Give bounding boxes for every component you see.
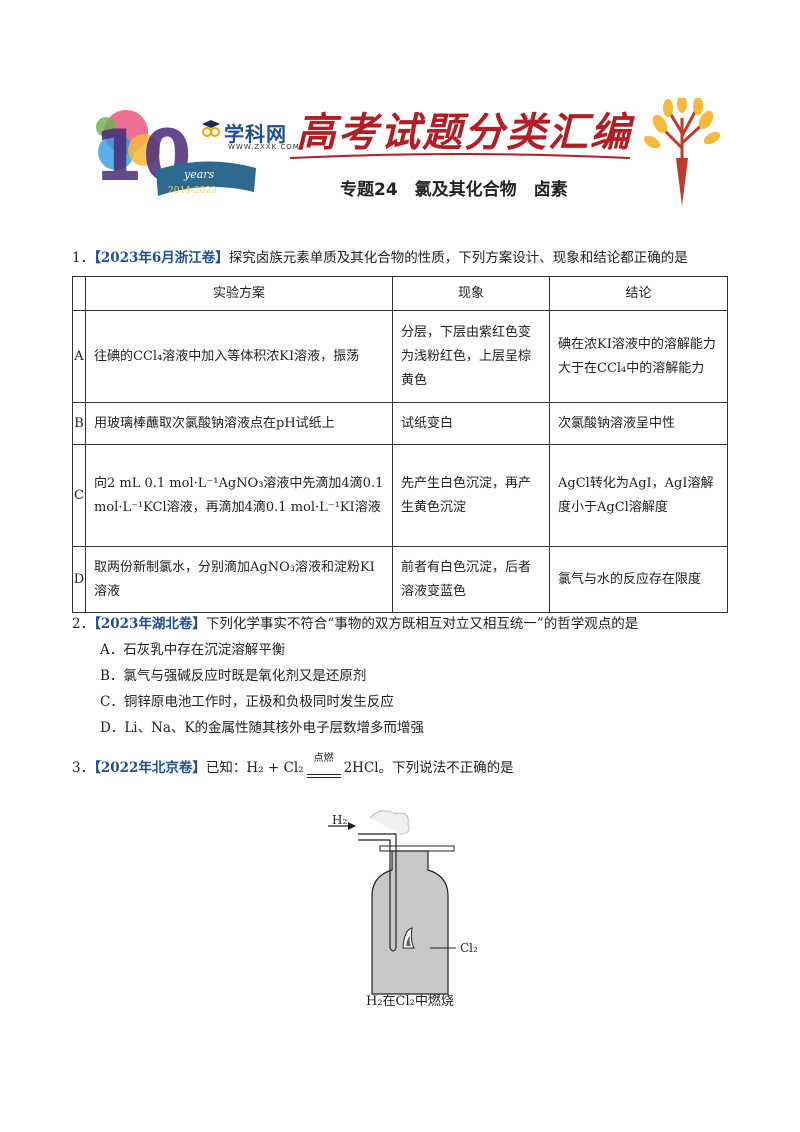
hydrogen-chlorine-apparatus-figure: H₂ Cl₂ bbox=[328, 810, 478, 995]
gas-jar bbox=[371, 850, 449, 995]
row-label: B bbox=[72, 402, 86, 445]
badge-years: years bbox=[183, 168, 215, 181]
question-2-text: 下列化学事实不符合“事物的双方既相互对立又相互统一”的哲学观点的是 bbox=[205, 616, 639, 632]
column-header-plan: 实验方案 bbox=[85, 276, 393, 311]
brand-owl-icon bbox=[202, 120, 220, 137]
delivery-tube-outer bbox=[358, 833, 397, 948]
row-plan: 取两份新制氯水，分别滴加AgNO₃溶液和淀粉KI溶液 bbox=[85, 546, 393, 613]
series-title: 高考试题分类汇编 bbox=[296, 109, 632, 156]
question-3-stem: 3．【2022年北京卷】已知：H₂ + Cl₂ 点燃 2HCl。下列说法不正确的是 bbox=[72, 753, 514, 778]
row-plan: 往碘的CCl₄溶液中加入等体积浓KI溶液，振荡 bbox=[85, 310, 393, 403]
inlet-label: H₂ bbox=[332, 813, 347, 827]
question-2-option-b: B．氯气与强碱反应时既是氧化剂又是还原剂 bbox=[100, 668, 367, 684]
gas-inlet-arrowhead bbox=[348, 822, 356, 830]
table-row: D 取两份新制氯水，分别滴加AgNO₃溶液和淀粉KI溶液 前者有白色沉淀，后者溶… bbox=[72, 546, 728, 613]
question-3-prefix: 已知： bbox=[205, 760, 247, 776]
chlorine-label: Cl₂ bbox=[460, 941, 478, 955]
brand-url: WWW.ZXXK.COM bbox=[228, 143, 300, 151]
badge-range: 2014-2023 bbox=[168, 186, 217, 196]
row-phenomenon: 先产生白色沉淀，再产生黄色沉淀 bbox=[392, 444, 550, 547]
row-phenomenon: 分层，下层由紫红色变为浅粉红色，上层呈棕黄色 bbox=[392, 310, 550, 403]
column-header-phenomenon: 现象 bbox=[392, 276, 550, 311]
question-3-suffix: 。下列说法不正确的是 bbox=[378, 760, 514, 776]
question-3-number: 3． bbox=[72, 760, 95, 776]
table-header-blank bbox=[72, 276, 86, 311]
row-conclusion: AgCl转化为AgI，AgI溶解度小于AgCl溶解度 bbox=[549, 444, 728, 547]
row-phenomenon: 前者有白色沉淀，后者溶液变蓝色 bbox=[392, 546, 550, 613]
row-label: D bbox=[72, 546, 86, 613]
brand-name: 学科网 bbox=[224, 122, 287, 146]
row-conclusion: 碘在浓KI溶液中的溶解能力大于在CCl₄中的溶解能力 bbox=[549, 310, 728, 403]
question-2-option-c: C．铜锌原电池工作时，正极和负极同时发生反应 bbox=[100, 694, 394, 710]
column-header-conclusion: 结论 bbox=[549, 276, 728, 311]
question-1-number: 1． bbox=[72, 250, 95, 266]
row-plan: 用玻璃棒蘸取次氯酸钠溶液点在pH试纸上 bbox=[85, 402, 393, 445]
delivery-tube-tip bbox=[389, 947, 397, 952]
question-2-number: 2． bbox=[72, 616, 95, 632]
delivery-tube-inner bbox=[358, 839, 391, 948]
table-row: B 用玻璃棒蘸取次氯酸钠溶液点在pH试纸上 试纸变白 次氯酸钠溶液呈中性 bbox=[72, 402, 728, 445]
equation-condition: 点燃 bbox=[313, 753, 334, 764]
pencil-tree-icon bbox=[643, 98, 721, 206]
question-2-option-d: D．Li、Na、K的金属性随其核外电子层数增多而增强 bbox=[100, 720, 425, 736]
title-underline-swash bbox=[290, 153, 630, 159]
row-conclusion: 氯气与水的反应存在限度 bbox=[549, 546, 728, 613]
equation-arrow: 点燃 bbox=[306, 753, 341, 778]
row-phenomenon: 试纸变白 bbox=[392, 402, 550, 445]
question-1-stem: 1．【2023年6月浙江卷】探究卤族元素单质及其化合物的性质，下列方案设计、现象… bbox=[72, 248, 688, 268]
question-1-source: 【2023年6月浙江卷】 bbox=[94, 250, 229, 266]
row-label: C bbox=[72, 444, 86, 547]
anniversary-badge-logo: 10 years 2014-2023 bbox=[94, 110, 256, 197]
question-3-source: 【2022年北京卷】 bbox=[94, 760, 206, 776]
figure-caption: H₂在Cl₂中燃烧 bbox=[366, 994, 454, 1009]
question-1-text: 探究卤族元素单质及其化合物的性质，下列方案设计、现象和结论都正确的是 bbox=[228, 250, 688, 266]
question-2-option-a: A．石灰乳中存在沉淀溶解平衡 bbox=[100, 642, 286, 658]
equation-left: H₂ + Cl₂ bbox=[246, 760, 304, 776]
row-plan: 向2 mL 0.1 mol·L⁻¹AgNO₃溶液中先滴加4滴0.1 mol·L⁻… bbox=[85, 444, 393, 547]
table-row: A 往碘的CCl₄溶液中加入等体积浓KI溶液，振荡 分层，下层由紫红色变为浅粉红… bbox=[72, 310, 728, 403]
flame-core bbox=[406, 936, 411, 946]
smoke-puff bbox=[369, 810, 410, 835]
table-header-row: 实验方案 现象 结论 bbox=[72, 276, 728, 311]
question-2-source: 【2023年湖北卷】 bbox=[94, 616, 206, 632]
glass-plate bbox=[379, 845, 455, 852]
row-label: A bbox=[72, 310, 86, 403]
question-2-stem: 2．【2023年湖北卷】下列化学事实不符合“事物的双方既相互对立又相互统一”的哲… bbox=[72, 614, 638, 634]
topic-title: 专题24 氯及其化合物 卤素 bbox=[340, 180, 568, 200]
row-conclusion: 次氯酸钠溶液呈中性 bbox=[549, 402, 728, 445]
experiment-table: 实验方案 现象 结论 A 往碘的CCl₄溶液中加入等体积浓KI溶液，振荡 分层，… bbox=[72, 276, 728, 613]
equation-right: 2HCl bbox=[343, 760, 379, 776]
table-row: C 向2 mL 0.1 mol·L⁻¹AgNO₃溶液中先滴加4滴0.1 mol·… bbox=[72, 444, 728, 547]
